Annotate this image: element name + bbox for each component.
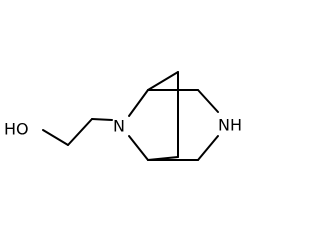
bond-c2-n [91, 118, 113, 121]
bridge-nitrogen-label: N [113, 117, 125, 136]
hydroxyl-label: HO [4, 120, 29, 139]
atom-labels: HO N NH [4, 116, 242, 139]
amine-nh-label: NH [218, 116, 242, 135]
bond-ch2-right-nh-top [197, 89, 219, 113]
bond-o-c1 [42, 129, 69, 146]
bond-ch2-right-nh-bottom [197, 135, 219, 161]
bond-bridgehead-top-ch2-up [147, 71, 179, 91]
molecule-structure: HO N NH [4, 71, 242, 161]
bond-n-bridgehead-top [128, 89, 149, 117]
bond-group [42, 71, 219, 161]
bond-c1-c2 [67, 118, 93, 146]
bond-n-bridgehead-bottom [128, 135, 149, 161]
